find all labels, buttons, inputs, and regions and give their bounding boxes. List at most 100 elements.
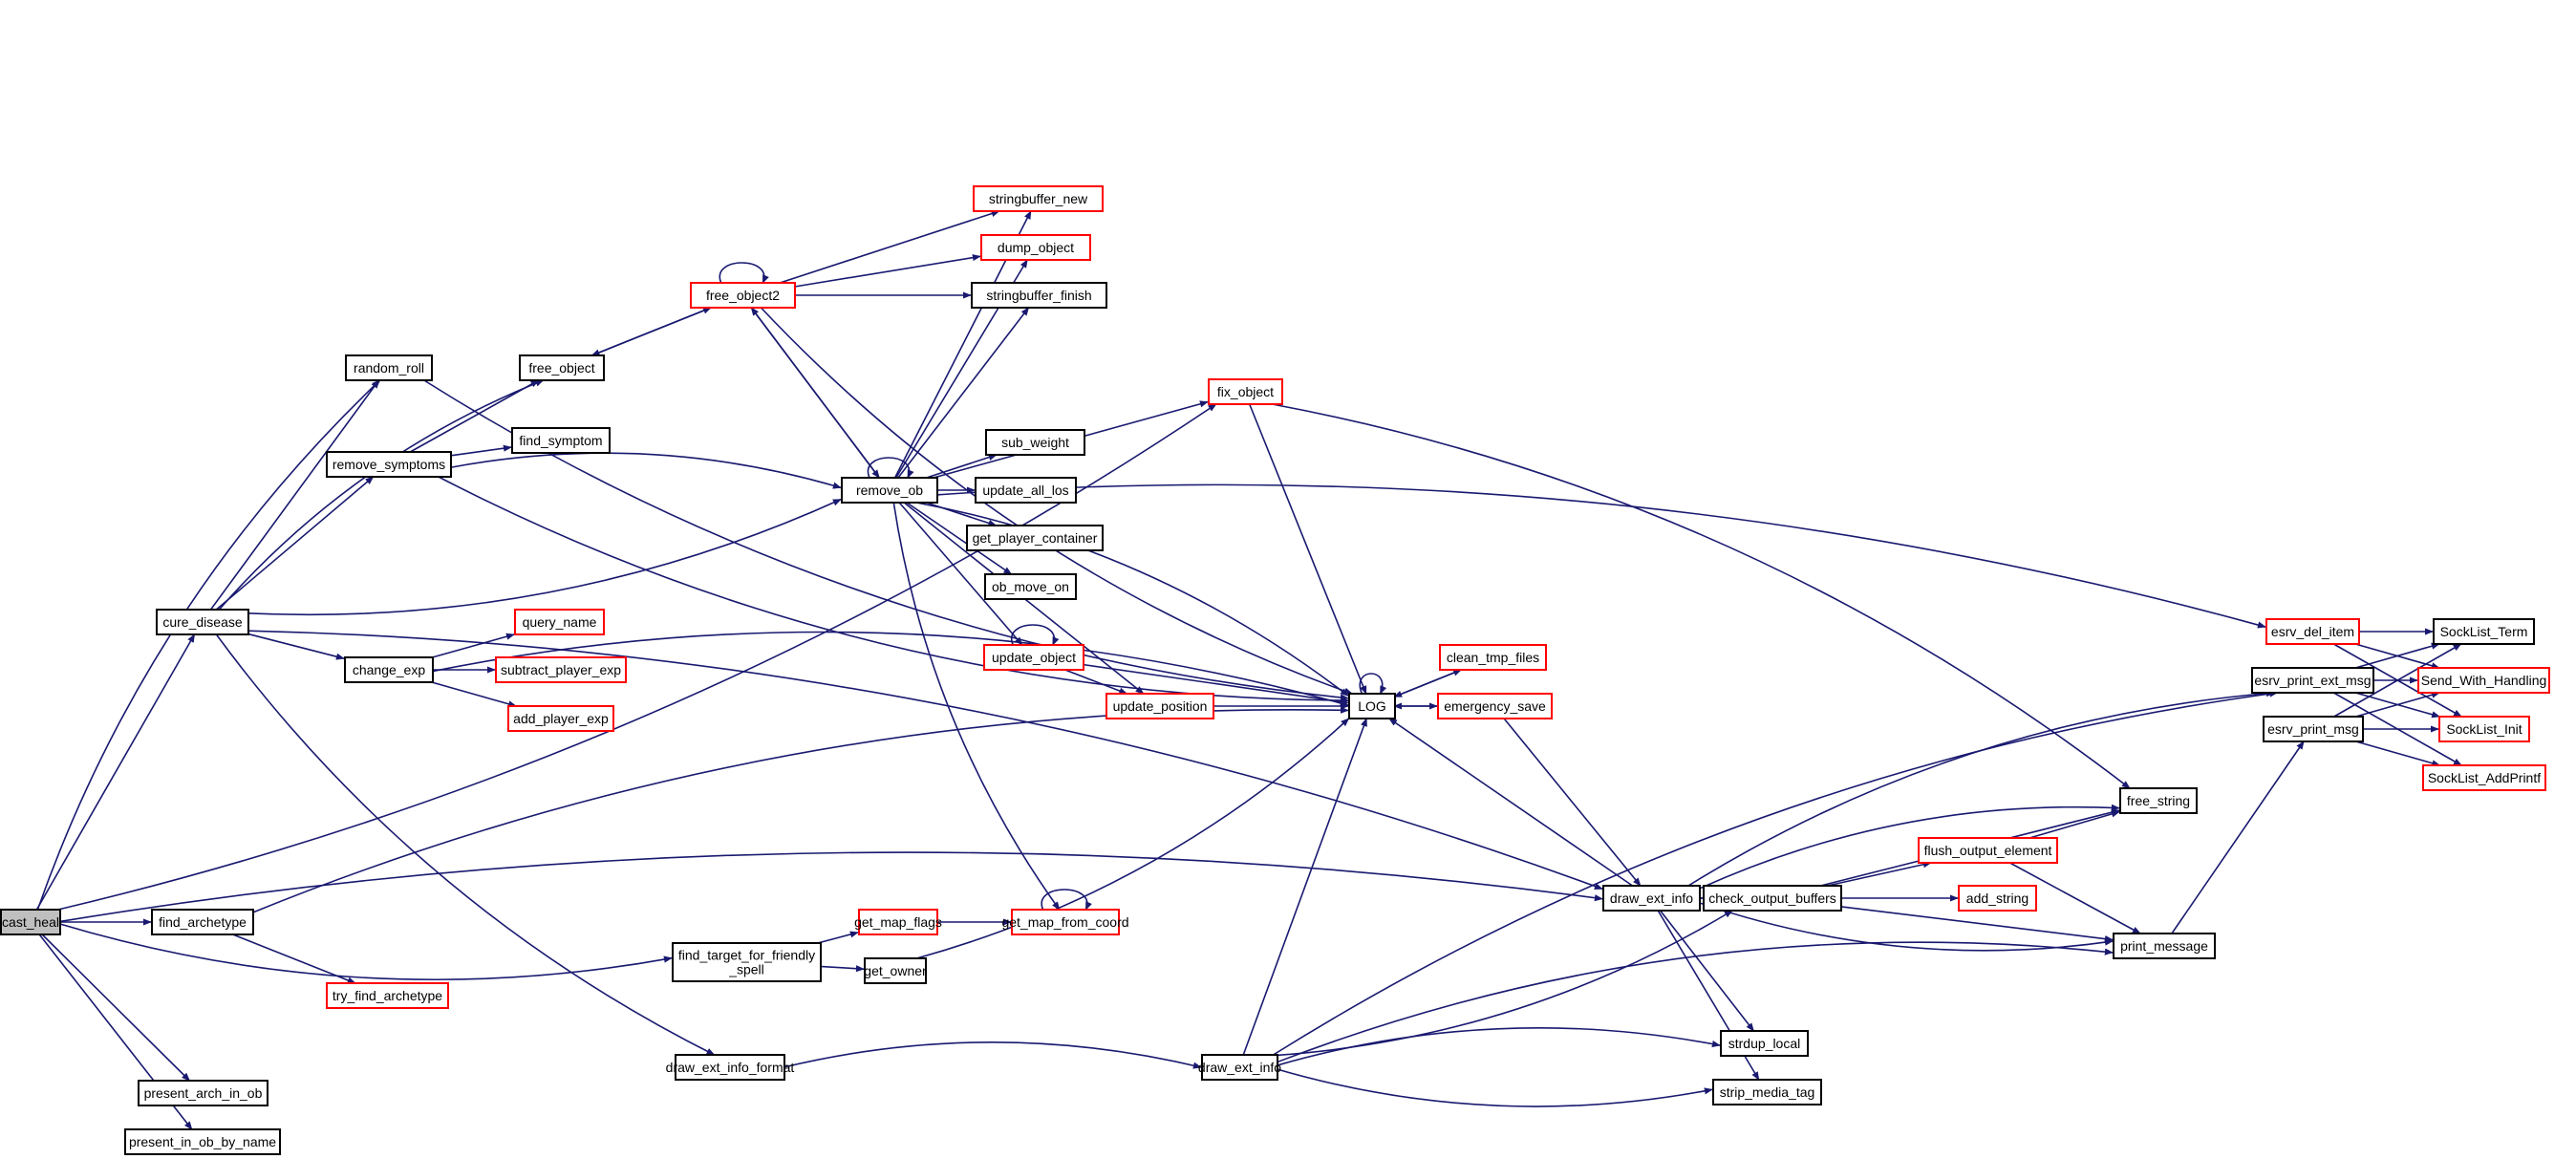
- node-random_roll[interactable]: random_roll: [345, 354, 433, 381]
- node-remove_symptoms[interactable]: remove_symptoms: [326, 451, 452, 478]
- node-emergency_save[interactable]: emergency_save: [1437, 693, 1553, 719]
- node-box[interactable]: [495, 656, 627, 683]
- node-box[interactable]: [672, 942, 822, 982]
- node-box[interactable]: [1602, 885, 1701, 912]
- node-check_output_buffers[interactable]: check_output_buffers: [1703, 885, 1842, 912]
- node-box[interactable]: [841, 477, 938, 504]
- node-box[interactable]: [983, 644, 1084, 671]
- node-box[interactable]: [326, 451, 452, 478]
- node-box[interactable]: [2433, 618, 2535, 645]
- node-box[interactable]: [156, 609, 249, 635]
- node-box[interactable]: [675, 1054, 785, 1081]
- node-box[interactable]: [1703, 885, 1842, 912]
- node-box[interactable]: [1201, 1054, 1278, 1081]
- node-SockList_Init[interactable]: SockList_Init: [2438, 716, 2530, 742]
- node-box[interactable]: [2119, 787, 2198, 814]
- node-box[interactable]: [966, 525, 1104, 551]
- node-box[interactable]: [1720, 1030, 1809, 1057]
- node-find_target_for_friendly_spell[interactable]: find_target_for_friendly_spell: [672, 942, 822, 982]
- node-box[interactable]: [985, 429, 1085, 456]
- node-box[interactable]: [2113, 933, 2216, 959]
- node-change_exp[interactable]: change_exp: [344, 656, 434, 683]
- node-box[interactable]: [975, 477, 1077, 504]
- node-try_find_archetype[interactable]: try_find_archetype: [326, 982, 449, 1009]
- node-box[interactable]: [2251, 667, 2374, 694]
- node-box[interactable]: [984, 573, 1077, 600]
- node-flush_output_element[interactable]: flush_output_element: [1918, 837, 2058, 864]
- node-box[interactable]: [690, 282, 796, 309]
- node-box[interactable]: [2422, 764, 2546, 791]
- node-box[interactable]: [344, 656, 434, 683]
- node-box[interactable]: [973, 185, 1104, 212]
- node-box[interactable]: [151, 909, 254, 935]
- node-update_position[interactable]: update_position: [1106, 693, 1214, 719]
- node-box[interactable]: [138, 1080, 268, 1106]
- node-get_owner[interactable]: get_owner: [864, 957, 927, 984]
- node-box[interactable]: [124, 1128, 281, 1155]
- node-box[interactable]: [0, 909, 61, 935]
- node-box[interactable]: [326, 982, 449, 1009]
- node-Send_With_Handling[interactable]: Send_With_Handling: [2417, 667, 2550, 694]
- node-strdup_local[interactable]: strdup_local: [1720, 1030, 1809, 1057]
- node-box[interactable]: [511, 427, 611, 454]
- node-box[interactable]: [864, 957, 927, 984]
- node-find_symptom[interactable]: find_symptom: [511, 427, 611, 454]
- node-box[interactable]: [858, 909, 938, 935]
- node-cast_heal[interactable]: cast_heal: [0, 909, 61, 935]
- node-box[interactable]: [2265, 618, 2360, 645]
- node-add_string[interactable]: add_string: [1958, 885, 2037, 912]
- node-present_in_ob_by_name[interactable]: present_in_ob_by_name: [124, 1128, 281, 1155]
- node-query_name[interactable]: query_name: [514, 609, 605, 635]
- node-box[interactable]: [345, 354, 433, 381]
- node-strip_media_tag[interactable]: strip_media_tag: [1712, 1079, 1822, 1105]
- node-LOG[interactable]: LOG: [1348, 693, 1396, 719]
- node-clean_tmp_files[interactable]: clean_tmp_files: [1439, 644, 1547, 671]
- node-box[interactable]: [519, 354, 605, 381]
- node-remove_ob[interactable]: remove_ob: [841, 477, 938, 504]
- node-box[interactable]: [2263, 716, 2364, 742]
- node-find_archetype[interactable]: find_archetype: [151, 909, 254, 935]
- node-esrv_print_msg[interactable]: esrv_print_msg: [2263, 716, 2364, 742]
- node-free_object2[interactable]: free_object2: [690, 282, 796, 309]
- node-box[interactable]: [1918, 837, 2058, 864]
- node-box[interactable]: [2417, 667, 2550, 694]
- node-draw_ext_info_format[interactable]: draw_ext_info_format: [666, 1054, 795, 1081]
- node-SockList_Term[interactable]: SockList_Term: [2433, 618, 2535, 645]
- node-box[interactable]: [1348, 693, 1396, 719]
- node-box[interactable]: [1712, 1079, 1822, 1105]
- node-print_message[interactable]: print_message: [2113, 933, 2216, 959]
- node-stringbuffer_finish[interactable]: stringbuffer_finish: [971, 282, 1107, 309]
- node-box[interactable]: [1106, 693, 1214, 719]
- node-box[interactable]: [1011, 909, 1120, 935]
- node-box[interactable]: [507, 705, 614, 732]
- node-sub_weight[interactable]: sub_weight: [985, 429, 1085, 456]
- node-cure_disease[interactable]: cure_disease: [156, 609, 249, 635]
- node-update_all_los[interactable]: update_all_los: [975, 477, 1077, 504]
- node-box[interactable]: [2438, 716, 2530, 742]
- node-draw_ext_info[interactable]: draw_ext_info: [1602, 885, 1701, 912]
- node-box[interactable]: [1958, 885, 2037, 912]
- node-box[interactable]: [1437, 693, 1553, 719]
- node-box[interactable]: [980, 234, 1091, 261]
- node-get_player_container[interactable]: get_player_container: [966, 525, 1104, 551]
- node-ob_move_on[interactable]: ob_move_on: [984, 573, 1077, 600]
- node-free_object[interactable]: free_object: [519, 354, 605, 381]
- node-get_map_from_coord[interactable]: get_map_from_coord: [1001, 909, 1129, 935]
- node-box[interactable]: [1439, 644, 1547, 671]
- node-esrv_print_ext_msg[interactable]: esrv_print_ext_msg: [2251, 667, 2374, 694]
- node-stringbuffer_new[interactable]: stringbuffer_new: [973, 185, 1104, 212]
- node-free_string[interactable]: free_string: [2119, 787, 2198, 814]
- node-dump_object[interactable]: dump_object: [980, 234, 1091, 261]
- node-esrv_del_item[interactable]: esrv_del_item: [2265, 618, 2360, 645]
- node-box[interactable]: [971, 282, 1107, 309]
- node-box[interactable]: [514, 609, 605, 635]
- node-SockList_AddPrintf[interactable]: SockList_AddPrintf: [2422, 764, 2546, 791]
- node-fix_object[interactable]: fix_object: [1208, 378, 1283, 405]
- node-get_map_flags[interactable]: get_map_flags: [854, 909, 942, 935]
- node-box[interactable]: [1208, 378, 1283, 405]
- node-present_arch_in_ob[interactable]: present_arch_in_ob: [138, 1080, 268, 1106]
- node-subtract_player_exp[interactable]: subtract_player_exp: [495, 656, 627, 683]
- node-draw_ext_info_2[interactable]: draw_ext_info: [1198, 1054, 1281, 1081]
- node-update_object[interactable]: update_object: [983, 644, 1084, 671]
- node-add_player_exp[interactable]: add_player_exp: [507, 705, 614, 732]
